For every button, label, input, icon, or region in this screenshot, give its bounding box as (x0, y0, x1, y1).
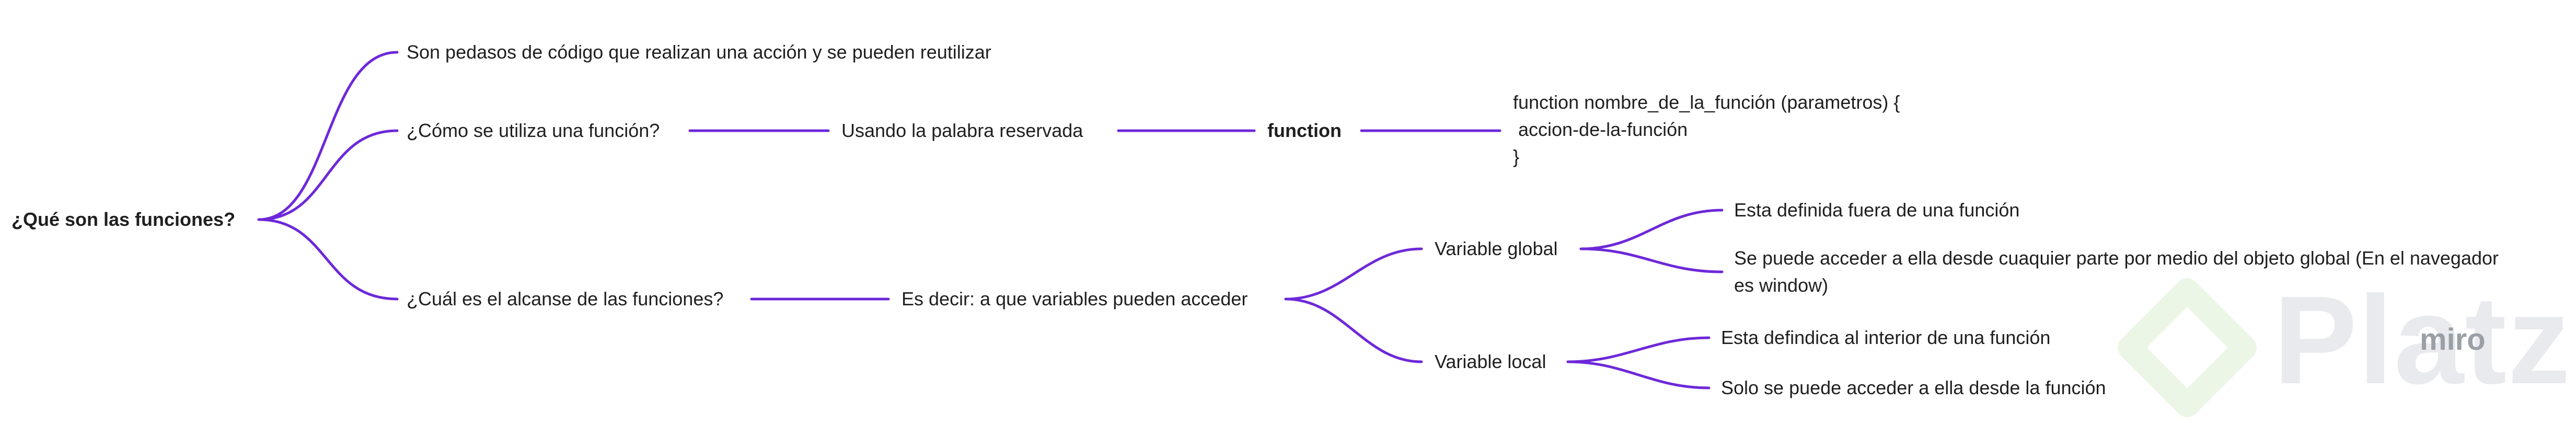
node-global-detail1-label: Esta definida fuera de una función (1734, 199, 2020, 221)
node-local-detail1[interactable]: Esta defindica al interior de una funció… (1721, 324, 2050, 351)
node-scope-step1[interactable]: Es decir: a que variables pueden acceder (902, 285, 1247, 313)
connector-root-definition (257, 51, 399, 221)
syntax-line-3: } (1513, 146, 1520, 167)
global-detail2-line-1: Se puede acceder a ella desde cuaquier p… (1734, 247, 2499, 269)
node-usage[interactable]: ¿Cómo se utiliza una función? (407, 117, 660, 144)
node-definition-label: Son pedasos de código que realizan una a… (407, 41, 991, 63)
connector-global-detail1 (1579, 209, 1724, 250)
node-local-detail1-label: Esta defindica al interior de una funció… (1721, 327, 2051, 348)
connector-root-usage (257, 129, 399, 221)
node-scope-step1-label: Es decir: a que variables pueden acceder (902, 288, 1248, 310)
connector-local-detail1 (1566, 336, 1711, 363)
connector-root-scope (257, 218, 399, 301)
node-usage-keyword-label: function (1267, 120, 1342, 141)
connector-global-detail2 (1579, 247, 1724, 273)
root-node-label: ¿Qué son las funciones? (11, 209, 236, 230)
node-scope[interactable]: ¿Cuál es el alcanse de las funciones? (407, 285, 723, 313)
node-global-detail2[interactable]: Se puede acceder a ella desde cuaquier p… (1734, 245, 2499, 299)
node-scope-label: ¿Cuál es el alcanse de las funciones? (407, 288, 724, 310)
node-local-detail2[interactable]: Solo se puede acceder a ella desde la fu… (1721, 374, 2106, 402)
node-local-detail2-label: Solo se puede acceder a ella desde la fu… (1721, 377, 2106, 398)
node-usage-step1[interactable]: Usando la palabra reservada (841, 117, 1083, 144)
node-usage-keyword[interactable]: function (1267, 117, 1342, 144)
node-local-variable-label: Variable local (1435, 351, 1546, 372)
connector-step1-global (1284, 247, 1423, 301)
connector-local-detail2 (1566, 360, 1711, 389)
node-global-variable-label: Variable global (1435, 238, 1558, 259)
node-global-detail1[interactable]: Esta definida fuera de una función (1734, 197, 2019, 224)
syntax-line-2: accion-de-la-función (1513, 119, 1688, 140)
node-definition[interactable]: Son pedasos de código que realizan una a… (407, 39, 991, 66)
syntax-line-1: function nombre_de_la_función (parametro… (1513, 91, 1900, 113)
node-usage-syntax[interactable]: function nombre_de_la_función (parametro… (1513, 89, 1900, 170)
node-usage-label: ¿Cómo se utiliza una función? (407, 120, 660, 141)
global-detail2-line-2: es window) (1734, 274, 1829, 296)
node-global-variable[interactable]: Variable global (1435, 235, 1558, 262)
node-local-variable[interactable]: Variable local (1435, 348, 1546, 375)
root-node[interactable]: ¿Qué son las funciones? (11, 206, 235, 233)
node-usage-step1-label: Usando la palabra reservada (841, 120, 1083, 141)
miro-badge: miro (2420, 323, 2486, 357)
connector-step1-local (1284, 297, 1423, 363)
